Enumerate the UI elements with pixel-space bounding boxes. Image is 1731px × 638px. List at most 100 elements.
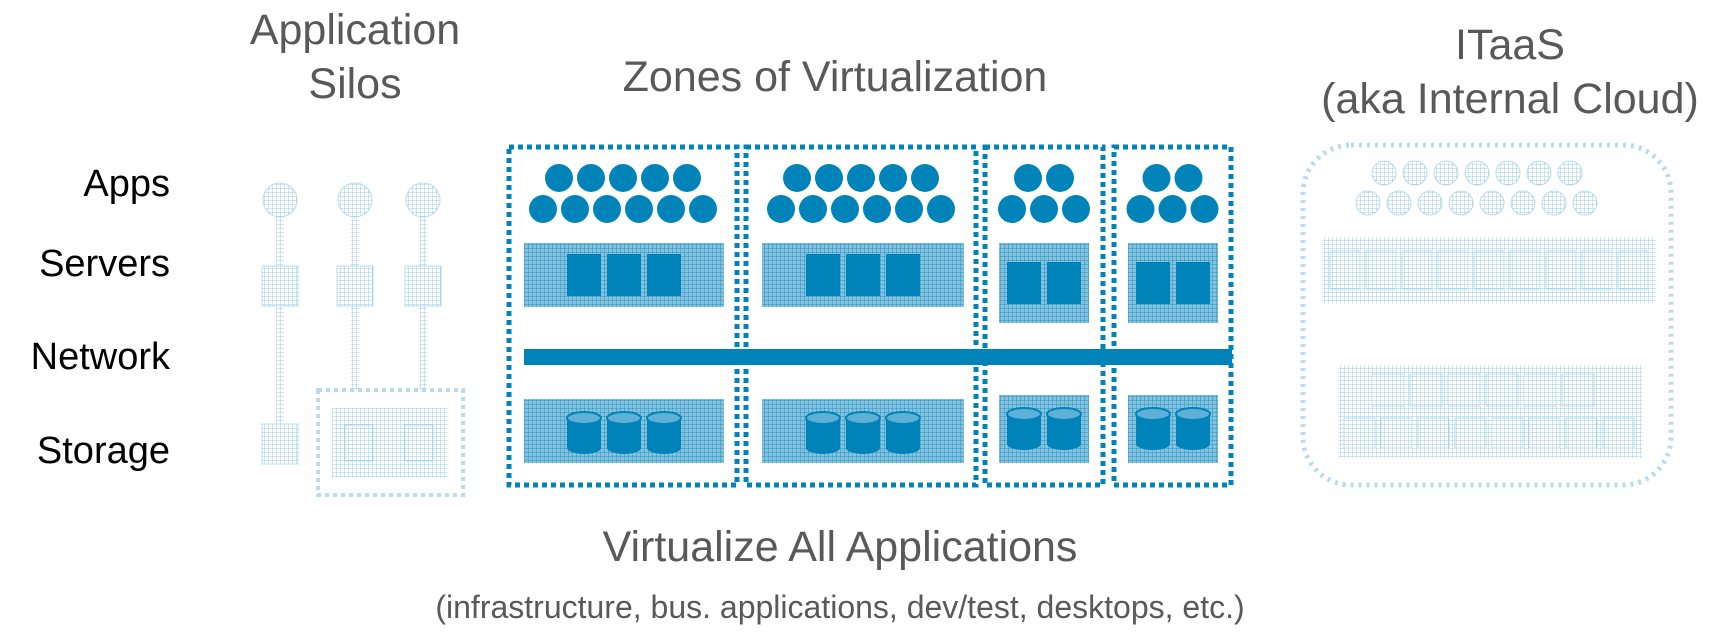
app-icon: [1046, 164, 1074, 192]
app-icon: [1557, 160, 1583, 186]
app-icon: [593, 195, 621, 223]
storage-disk-icon: [845, 411, 881, 454]
storage-disk-icon: [1006, 407, 1042, 450]
storage-disk-icon: [1175, 407, 1211, 450]
heading-silos-line1: Application: [249, 6, 461, 54]
app-icon: [1126, 195, 1155, 223]
row-label-apps: Apps: [83, 163, 170, 205]
storage-disk-icon: [1409, 373, 1443, 407]
app-icon: [1572, 190, 1598, 216]
row-label-network: Network: [30, 336, 170, 378]
app-icon: [863, 195, 891, 223]
virtual-machine-icon: [1401, 250, 1433, 290]
zone-frame: [982, 144, 1106, 488]
storage-disk-icon: [1380, 417, 1413, 449]
virtual-machine-icon: [886, 254, 920, 296]
zone-frame: [1111, 144, 1234, 488]
app-icon: [1541, 190, 1567, 216]
virtual-machine-icon: [1365, 250, 1397, 290]
app-icon: [879, 164, 907, 192]
storage-disk-icon: [805, 411, 841, 454]
app-icon: [625, 195, 653, 223]
footer-subtitle: (infrastructure, bus. applications, dev/…: [435, 589, 1245, 625]
storage-disk-icon: [606, 411, 642, 454]
storage-disk-icon: [646, 411, 682, 454]
app-icon: [1417, 190, 1443, 216]
storage-disk-icon: [1417, 417, 1450, 449]
storage-disk-icon: [1447, 373, 1481, 407]
app-icon: [1479, 190, 1505, 216]
app-icon: [1371, 160, 1397, 186]
app-icon: [1386, 190, 1412, 216]
zone-3: [982, 144, 1106, 488]
app-icon: [689, 195, 717, 223]
storage-disk-icon: [1343, 417, 1376, 449]
app-icon: [673, 164, 701, 192]
zone-2: [743, 144, 979, 488]
heading-itaas-line2: (aka Internal Cloud): [1321, 75, 1699, 123]
storage-disk-icon: [885, 411, 921, 454]
virtual-machine-icon: [1329, 250, 1361, 290]
itaas-internal-cloud: [1300, 142, 1674, 488]
virtual-machine-icon: [1509, 250, 1541, 290]
storage-disk-icon: [1602, 417, 1635, 449]
storage-disk-icon: [566, 411, 602, 454]
zone-1: [506, 144, 740, 488]
virtual-machine-icon: [567, 254, 601, 296]
silo-1: [261, 182, 299, 465]
app-icon: [1495, 160, 1521, 186]
app-icon: [927, 195, 955, 223]
app-icon: [895, 195, 923, 223]
virtual-machine-icon: [1581, 250, 1613, 290]
heading-silos-line2: Silos: [308, 60, 402, 108]
app-icon: [767, 195, 795, 223]
heading-zones: Zones of Virtualization: [622, 53, 1048, 101]
app-icon: [1433, 160, 1459, 186]
app-icon: [998, 195, 1026, 223]
app-icon: [799, 195, 827, 223]
storage-disk-icon: [1523, 373, 1557, 407]
network-bar: [524, 349, 1232, 365]
storage-disk-icon: [1565, 417, 1598, 449]
virtual-machine-icon: [1136, 262, 1170, 304]
app-icon: [1464, 160, 1490, 186]
app-icon: [1402, 160, 1428, 186]
app-icon: [1030, 195, 1058, 223]
storage-disk-icon: [1046, 407, 1082, 450]
storage-disk-icon: [1371, 373, 1405, 407]
app-icon: [1510, 190, 1536, 216]
app-icon: [783, 164, 811, 192]
app-icon: [1174, 164, 1203, 192]
virtual-machine-icon: [1176, 262, 1210, 304]
zone-frame: [743, 144, 979, 488]
app-icon: [1158, 195, 1187, 223]
silo-2: [336, 182, 374, 390]
app-icon: [1190, 195, 1219, 223]
app-icon: [641, 164, 669, 192]
virtual-machine-icon: [1047, 262, 1081, 304]
virtual-machine-icon: [806, 254, 840, 296]
storage-disk-icon: [1561, 373, 1595, 407]
storage-disk-icon: [1491, 417, 1524, 449]
app-icon: [1526, 160, 1552, 186]
virtual-machine-icon: [1437, 250, 1469, 290]
app-icon: [1062, 195, 1090, 223]
app-icon: [609, 164, 637, 192]
storage-disk-icon: [1135, 407, 1171, 450]
app-icon: [1142, 164, 1171, 192]
app-icon: [561, 195, 589, 223]
storage-disk-icon: [1454, 417, 1487, 449]
virtual-machine-icon: [1007, 262, 1041, 304]
virtual-machine-icon: [846, 254, 880, 296]
footer-title: Virtualize All Applications: [602, 523, 1078, 571]
row-label-servers: Servers: [39, 243, 170, 285]
zone-frame: [506, 144, 740, 488]
virtual-machine-icon: [647, 254, 681, 296]
app-icon: [529, 195, 557, 223]
app-icon: [1355, 190, 1381, 216]
storage-disk-icon: [1528, 417, 1561, 449]
zone-4: [1111, 144, 1234, 488]
app-icon: [1014, 164, 1042, 192]
